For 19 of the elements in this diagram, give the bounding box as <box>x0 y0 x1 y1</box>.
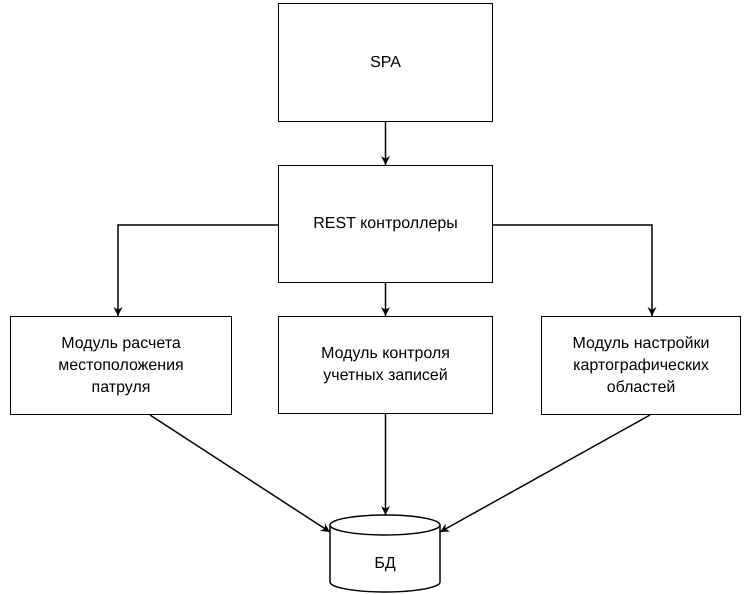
box-label: REST контроллеры <box>313 214 458 234</box>
box-label: Модуль настройки картографических областей <box>572 334 710 398</box>
box-label: Модуль контроля учетных записей <box>320 344 451 386</box>
box-label: SPA <box>370 52 401 72</box>
arrow <box>150 414 330 533</box>
arrow <box>493 224 656 316</box>
process-box <box>278 3 493 122</box>
arrow <box>381 414 390 515</box>
node-label: БД <box>374 554 396 574</box>
arrow <box>381 122 390 165</box>
arrow <box>440 414 650 533</box>
arrow <box>114 224 278 316</box>
process-box <box>278 316 493 414</box>
arrow <box>381 283 390 316</box>
process-box <box>541 316 741 415</box>
process-box <box>10 316 232 415</box>
database-cylinder <box>329 514 441 593</box>
box-label: Модуль расчета местоположения патруля <box>57 334 185 398</box>
process-box <box>278 165 493 283</box>
